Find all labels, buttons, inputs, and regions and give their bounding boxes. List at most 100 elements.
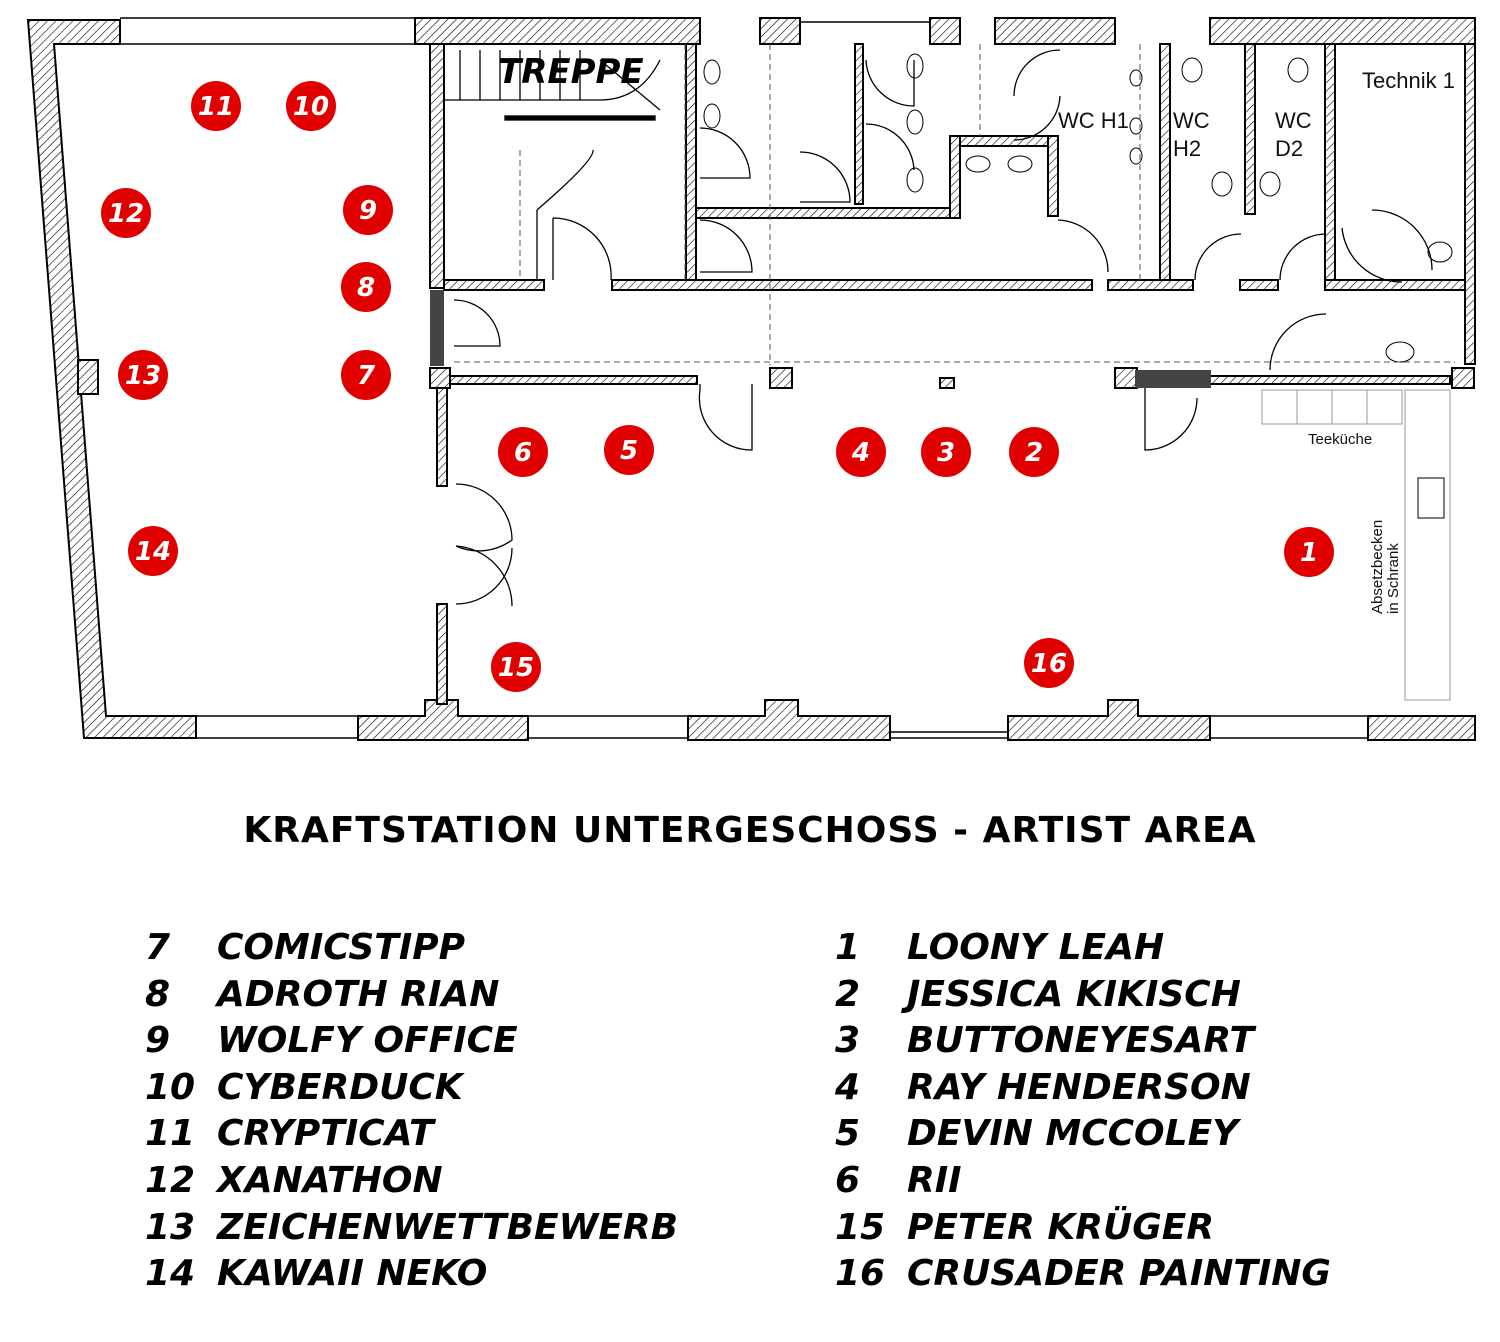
- legend-number: 6: [835, 1159, 861, 1201]
- booth-marker-circle: [836, 427, 886, 477]
- booth-marker-circle: [498, 427, 548, 477]
- booth-marker-10: 10: [286, 81, 336, 131]
- legend-entry: 9 WOLFY OFFICE: [145, 1018, 678, 1065]
- legend-artist-name: RII: [907, 1159, 962, 1201]
- booth-marker-number: 8: [357, 273, 375, 303]
- legend-artist-name: WOLFY OFFICE: [217, 1020, 518, 1062]
- room-label-wc-h1: WC H1: [1058, 108, 1129, 133]
- booth-marker-number: 14: [135, 537, 171, 567]
- floor-plan: TREPPE WC H1 WC H2 WC D2 Technik 1 Teekü…: [26, 17, 1476, 741]
- legend-number: 1: [835, 927, 861, 968]
- door-swings: [453, 49, 1433, 607]
- booth-marker-1: 1: [1284, 527, 1334, 577]
- booth-marker-number: 11: [198, 92, 234, 122]
- room-label-kitchen: Teeküche: [1308, 431, 1372, 448]
- legend-artist-name: DEVIN MCCOLEY: [907, 1113, 1239, 1155]
- legend-number: 4: [835, 1066, 861, 1108]
- kitchen-counter: [1261, 389, 1451, 701]
- legend-number: 10: [145, 1066, 196, 1108]
- booth-marker-number: 1: [1300, 538, 1318, 568]
- legend-number: 2: [835, 973, 861, 1015]
- legend-artist-name: CRYPTICAT: [217, 1113, 434, 1155]
- toilet-fixtures: [703, 53, 1453, 519]
- booth-marker-11: 11: [191, 81, 241, 131]
- legend-number: 15: [835, 1206, 886, 1248]
- legend-artist-name: XANATHON: [217, 1159, 443, 1201]
- booth-marker-number: 5: [620, 436, 638, 466]
- legend-artist-name: RAY HENDERSON: [907, 1066, 1251, 1108]
- booth-marker-number: 6: [514, 438, 532, 468]
- room-label-wc-d2-line1: WC: [1275, 108, 1312, 133]
- legend-number: 14: [145, 1253, 196, 1295]
- legend-entry: 6 RII: [835, 1158, 1331, 1205]
- windows: [120, 17, 1368, 739]
- booth-marker-14: 14: [128, 526, 178, 576]
- booth-marker-number: 12: [108, 199, 144, 229]
- booth-marker-12: 12: [101, 188, 151, 238]
- legend-artist-name: ADROTH RIAN: [217, 973, 500, 1015]
- booth-marker-8: 8: [341, 262, 391, 312]
- legend-artist-name: PETER KRÜGER: [907, 1206, 1215, 1248]
- booth-marker-5: 5: [604, 425, 654, 475]
- legend-number: 5: [835, 1113, 861, 1155]
- legend-left-column: 7 COMICSTIPP 8 ADROTH RIAN 9 WOLFY OFFICE 10 CY…: [145, 925, 678, 1298]
- booth-marker-4: 4: [836, 427, 886, 477]
- legend-entry: 12 XANATHON: [145, 1158, 678, 1205]
- room-label-wc-d2-line2: D2: [1275, 136, 1303, 161]
- room-label-wc-h2-line1: WC: [1173, 108, 1210, 133]
- dashed-lines: [454, 44, 1455, 365]
- booth-marker-number: 9: [359, 196, 377, 226]
- booth-marker-9: 9: [343, 185, 393, 235]
- room-label-sink-line1: Absetzbecken: [1369, 520, 1386, 614]
- legend-entry: 11 CRYPTICAT: [145, 1111, 678, 1158]
- booth-marker-circle: [604, 425, 654, 475]
- booth-marker-number: 15: [498, 653, 534, 683]
- booth-marker-number: 10: [293, 92, 329, 122]
- room-label-stairs: TREPPE: [498, 52, 644, 92]
- legend-artist-name: CYBERDUCK: [217, 1066, 463, 1108]
- booth-marker-circle: [286, 81, 336, 131]
- legend-entry: 7 COMICSTIPP: [145, 925, 678, 972]
- booth-marker-circle: [341, 350, 391, 400]
- room-label-technik: Technik 1: [1362, 68, 1455, 93]
- legend-entry: 5 DEVIN MCCOLEY: [835, 1111, 1331, 1158]
- booth-marker-circle: [343, 185, 393, 235]
- legend-number: 11: [145, 1113, 196, 1155]
- legend-number: 16: [835, 1253, 886, 1295]
- legend-number: 8: [145, 973, 171, 1015]
- legend-number: 7: [145, 927, 171, 968]
- room-label-sink-line2: in Schrank: [1385, 543, 1402, 614]
- legend-artist-name: CRUSADER PAINTING: [907, 1253, 1331, 1295]
- booth-marker-number: 2: [1025, 438, 1043, 468]
- booth-marker-number: 4: [851, 438, 870, 468]
- booth-marker-circle: [491, 642, 541, 692]
- booth-marker-15: 15: [491, 642, 541, 692]
- legend-entry: 10 CYBERDUCK: [145, 1065, 678, 1112]
- legend-number: 9: [145, 1020, 171, 1062]
- legend-entry: 8 ADROTH RIAN: [145, 972, 678, 1019]
- booth-marker-3: 3: [921, 427, 971, 477]
- booth-marker-16: 16: [1024, 638, 1074, 688]
- booth-marker-circle: [191, 81, 241, 131]
- stairs: [444, 50, 661, 121]
- booth-marker-circle: [921, 427, 971, 477]
- legend-entry: 15 PETER KRÜGER: [835, 1205, 1331, 1252]
- booth-marker-number: 7: [357, 361, 376, 391]
- legend-number: 3: [835, 1020, 861, 1062]
- legend-artist-name: COMICSTIPP: [217, 927, 466, 968]
- legend-number: 12: [145, 1159, 196, 1201]
- legend-number: 13: [145, 1206, 196, 1248]
- booth-marker-number: 16: [1031, 649, 1067, 679]
- room-label-wc-h2-line2: H2: [1173, 136, 1201, 161]
- booth-marker-number: 3: [937, 438, 955, 468]
- interior-walls: [429, 43, 1476, 705]
- booth-marker-7: 7: [341, 350, 391, 400]
- booth-marker-circle: [101, 188, 151, 238]
- booth-marker-circle: [128, 526, 178, 576]
